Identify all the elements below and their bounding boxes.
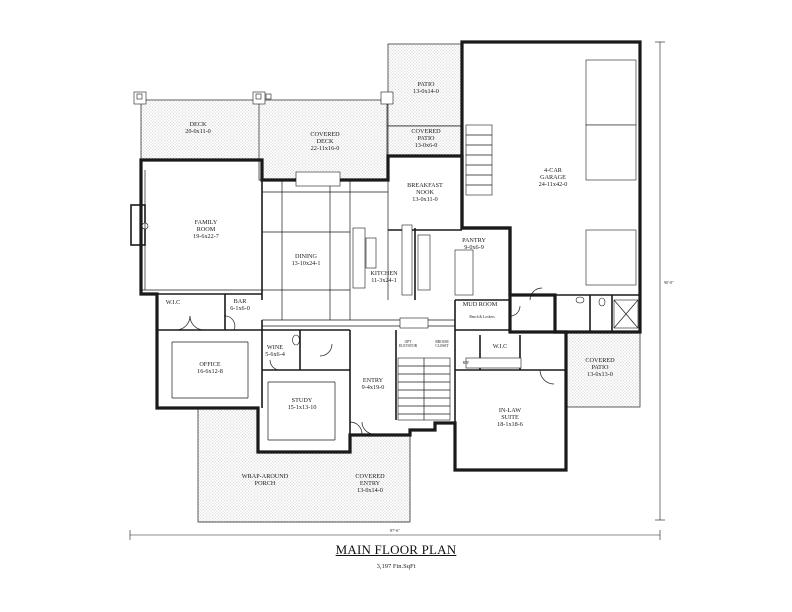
bath-fixtures bbox=[292, 296, 639, 346]
room-name-breakfast-nook: NOOK bbox=[416, 189, 434, 196]
dimension-lines: 87'-6" 90'-0" bbox=[129, 41, 674, 540]
garage-door-jogs bbox=[585, 59, 637, 286]
room-size-garage: 24-11x42-0 bbox=[539, 181, 568, 188]
room-name-deck: DECK bbox=[190, 121, 207, 128]
room-size-kitchen: 11-3x24-1 bbox=[371, 277, 397, 284]
room-size-family-room: 19-6x22-7 bbox=[193, 233, 219, 240]
door-swings bbox=[175, 287, 555, 435]
room-size-entry: 9-4x19-0 bbox=[362, 384, 385, 391]
room-name-covered-entry: COVERED bbox=[355, 473, 385, 480]
room-size-study: 15-1x13-10 bbox=[288, 404, 317, 411]
room-name-pantry: PANTRY bbox=[462, 237, 486, 244]
room-name-in-law-suite: SUITE bbox=[501, 414, 519, 421]
room-name-patio-top: PATIO bbox=[418, 81, 435, 88]
deck-area bbox=[140, 43, 641, 523]
room-name-covered-patio-right: PATIO bbox=[592, 364, 609, 371]
room-name-wic-left: W.I.C bbox=[166, 299, 181, 306]
room-name-bar: BAR bbox=[234, 298, 248, 305]
room-name-office: OFFICE bbox=[199, 361, 221, 368]
room-size-office: 16-6x12-8 bbox=[197, 368, 223, 375]
room-label-wic-left: W.I.C bbox=[166, 299, 181, 306]
room-name-entry: ENTRY bbox=[363, 377, 384, 384]
room-name-mud-room: MUD ROOM bbox=[463, 301, 498, 308]
room-name-wrap-porch: WRAP-AROUND bbox=[242, 473, 289, 480]
room-name-garage: 4-CAR bbox=[544, 167, 563, 174]
room-size-patio-top: 13-0x14-0 bbox=[413, 88, 439, 95]
room-name-dining: DINING bbox=[295, 253, 318, 260]
plan-subtitle: 3,197 Fin.SqFt bbox=[376, 563, 416, 570]
room-size-covered-entry: 13-0x14-0 bbox=[357, 487, 383, 494]
room-name-covered-patio-top: COVERED bbox=[411, 128, 441, 135]
room-name-kitchen: KITCHEN bbox=[370, 270, 398, 277]
room-size-in-law-suite: 18-1x18-6 bbox=[497, 421, 523, 428]
kitchen-fixtures bbox=[295, 171, 522, 369]
room-size-breakfast-nook: 13-0x11-0 bbox=[412, 196, 438, 203]
room-name-covered-patio-top: PATIO bbox=[418, 135, 435, 142]
room-name-covered-entry: ENTRY bbox=[360, 480, 381, 487]
room-size-wine: 5-6x6-4 bbox=[265, 351, 285, 358]
garage-stairs bbox=[465, 124, 493, 196]
interior-walls bbox=[157, 180, 640, 470]
room-name-wine: WINE bbox=[267, 344, 283, 351]
room-size-bar: 6-1x6-0 bbox=[230, 305, 250, 312]
room-name-wic-right: W.I.C bbox=[493, 343, 508, 350]
width-dimension: 87'-6" bbox=[390, 528, 400, 533]
deck-posts bbox=[133, 91, 394, 105]
room-label-mud-room: MUD ROOM bbox=[463, 301, 498, 308]
room-label-wic-right: W.I.C bbox=[493, 343, 508, 350]
room-name-garage: GARAGE bbox=[540, 174, 566, 181]
room-size-covered-patio-right: 13-0x13-0 bbox=[587, 371, 613, 378]
room-size-pantry: 9-0x6-9 bbox=[464, 244, 484, 251]
main-stairs bbox=[397, 357, 451, 421]
room-size-covered-patio-top: 13-0x6-0 bbox=[415, 142, 438, 149]
room-name-covered-deck: DECK bbox=[317, 138, 334, 145]
room-size-dining: 13-10x24-1 bbox=[292, 260, 321, 267]
room-size-covered-deck: 22-11x16-0 bbox=[311, 145, 340, 152]
annotation-ref: REF bbox=[463, 361, 470, 365]
room-name-study: STUDY bbox=[292, 397, 313, 404]
room-name-family-room: ROOM bbox=[197, 226, 216, 233]
room-size-deck: 20-0x11-0 bbox=[185, 128, 211, 135]
annotation-bench: Bench & Lockers bbox=[469, 315, 495, 319]
room-name-covered-deck: COVERED bbox=[310, 131, 340, 138]
depth-dimension: 90'-0" bbox=[664, 280, 674, 285]
room-name-breakfast-nook: BREAKFAST bbox=[407, 182, 443, 189]
room-name-in-law-suite: IN-LAW bbox=[499, 407, 521, 414]
room-name-family-room: FAMILY bbox=[195, 219, 218, 226]
room-name-covered-patio-right: COVERED bbox=[585, 357, 615, 364]
plan-title: MAIN FLOOR PLAN bbox=[335, 542, 457, 557]
room-name-wrap-porch: PORCH bbox=[255, 480, 276, 487]
